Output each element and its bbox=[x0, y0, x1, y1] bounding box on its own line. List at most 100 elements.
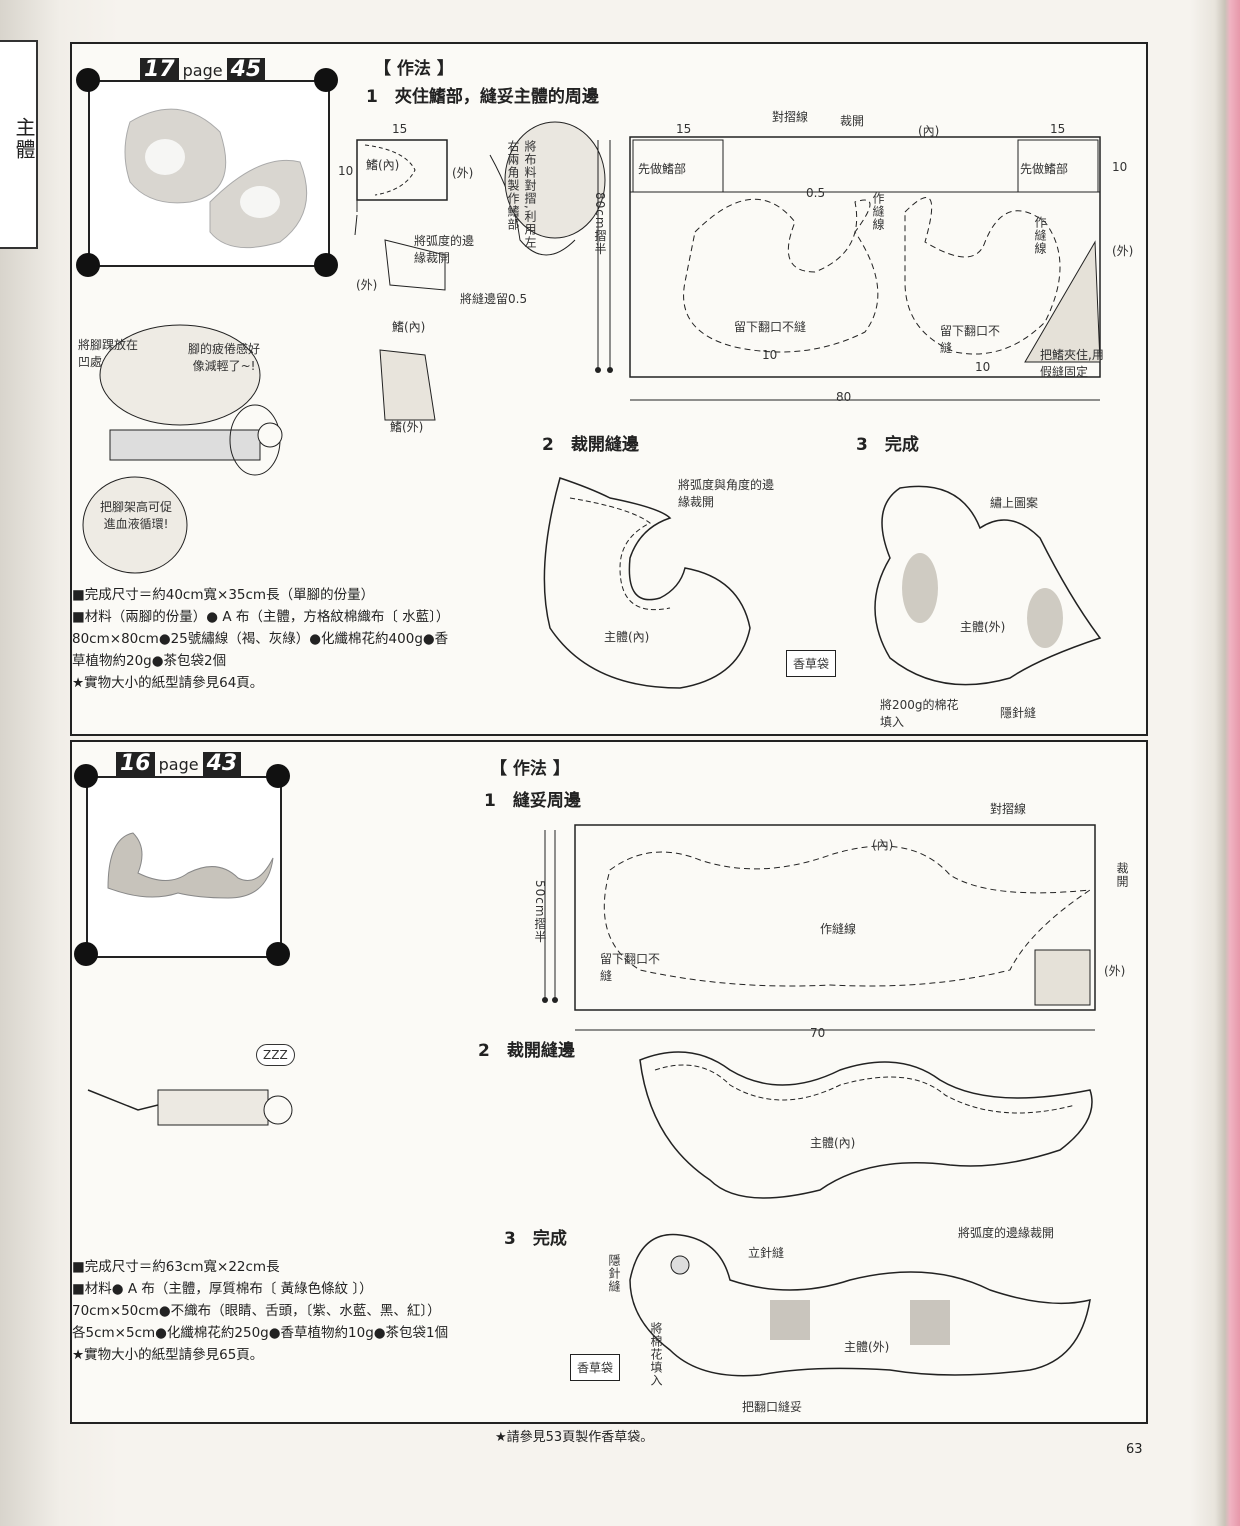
width-10-label: 10 bbox=[762, 348, 778, 362]
step-3-heading: 3 完成 bbox=[856, 435, 919, 455]
corner-cut-note: 將弧度與角度的邊緣裁開 bbox=[678, 478, 775, 509]
snake-pillow-photo bbox=[107, 832, 274, 899]
project-badge-17: 17 page 45 bbox=[140, 58, 266, 82]
sew-line-label: 作縫線 bbox=[820, 922, 857, 936]
materials: ■材料（兩腳的份量）● A 布（主體，方格紋棉織布〔 水藍〕）80cm×80cm… bbox=[72, 609, 450, 669]
materials: ■材料● A 布（主體，厚質棉布〔 黃綠色條紋 〕）70cm×50cm●不織布（… bbox=[72, 1281, 449, 1341]
make-fin-first-right: 先做鰭部 bbox=[1020, 162, 1069, 176]
photo-corner bbox=[314, 68, 338, 92]
step-2-heading: 2 裁開縫邊 bbox=[542, 435, 639, 455]
photo-corner bbox=[266, 942, 290, 966]
speech-bubble-3: 把腳架高可促進血液循環! bbox=[100, 500, 173, 531]
project-badge-16: 16 page 43 bbox=[116, 752, 242, 776]
half-cm-label: 0.5 bbox=[806, 186, 826, 200]
inner-label: (內) bbox=[918, 124, 940, 138]
leave-opening-note-2: 留下翻口不縫 bbox=[940, 324, 1001, 355]
fin-out-caption: 鰭(外) bbox=[390, 420, 424, 434]
photo-corner bbox=[76, 68, 100, 92]
page-word: page bbox=[182, 60, 223, 80]
stand-stitch-note: 立針縫 bbox=[748, 1246, 785, 1260]
inner-label: (內) bbox=[872, 838, 894, 852]
photo-corner bbox=[74, 764, 98, 788]
page-word: page bbox=[158, 754, 199, 774]
step2-cut-diagram bbox=[543, 477, 751, 689]
method-title: 【 作法 】 bbox=[490, 759, 570, 779]
herb-bag-box: 香草袋 bbox=[570, 1354, 621, 1381]
fold-line-label: 對摺線 bbox=[772, 110, 809, 124]
fill-cotton-note: 將200g的棉花填入 bbox=[880, 698, 959, 729]
photo-corner bbox=[314, 253, 338, 277]
curve-cut-note: 將弧度的邊緣裁開 bbox=[414, 234, 475, 265]
sleeping-cartoon bbox=[87, 1089, 293, 1126]
method-title: 【 作法 】 bbox=[374, 59, 454, 79]
dimension-50cm-half: 50cm摺半 bbox=[533, 880, 547, 944]
pattern-reference: ★實物大小的紙型請參見65頁。 bbox=[72, 1347, 264, 1363]
spec-block-17: ■完成尺寸＝約40cm寬×35cm長（單腳的份量） ■材料（兩腳的份量）● A … bbox=[72, 584, 452, 694]
fold-line-label: 對摺線 bbox=[990, 802, 1027, 816]
make-fin-first-left: 先做鰭部 bbox=[638, 162, 687, 176]
fold-note: 將布料對摺,利用左右兩角製作鰭部 bbox=[506, 140, 537, 249]
speech-bubble-1: 將腳踝放在凹處 bbox=[78, 338, 139, 369]
fin-height-label: 10 bbox=[338, 164, 354, 178]
product-photo-17 bbox=[88, 80, 330, 267]
step-3-heading: 3 完成 bbox=[504, 1229, 567, 1249]
project-number: 17 bbox=[140, 58, 179, 82]
blind-stitch-note: 隱針縫 bbox=[1000, 706, 1037, 720]
outer-label: (外) bbox=[1104, 964, 1126, 978]
fin-outer-label: (外) bbox=[356, 278, 378, 292]
resting-feet-cartoon bbox=[82, 324, 283, 574]
body-inner-label: 主體(內) bbox=[810, 1136, 856, 1150]
photo-corner bbox=[266, 764, 290, 788]
fill-cotton-note: 將棉花填入 bbox=[649, 1322, 663, 1387]
width-80-label: 80 bbox=[836, 390, 852, 404]
fix-fin-note: 把鰭夾住,用假縫固定 bbox=[1040, 348, 1104, 379]
fin-inner-label: 鰭(內) bbox=[366, 158, 400, 172]
width-15-label-right: 15 bbox=[1050, 122, 1066, 136]
fin-in-caption: 鰭(內) bbox=[392, 320, 426, 334]
width-15-label: 15 bbox=[676, 122, 692, 136]
photo-corner bbox=[74, 942, 98, 966]
step-1-heading: 1 夾住鰭部，縫妥主體的周邊 bbox=[366, 87, 599, 107]
width-70-label: 70 bbox=[810, 1026, 826, 1040]
blind-stitch-note: 隱針縫 bbox=[607, 1254, 621, 1293]
step-1-heading: 1 縫妥周邊 bbox=[484, 791, 581, 811]
herb-bag-box: 香草袋 bbox=[786, 650, 837, 677]
embroider-note: 繡上圖案 bbox=[990, 496, 1039, 510]
curve-cut-note: 將弧度的邊緣裁開 bbox=[958, 1226, 1055, 1240]
photo-corner bbox=[76, 253, 100, 277]
body-inner-label: 主體(內) bbox=[604, 630, 650, 644]
step-2-heading: 2 裁開縫邊 bbox=[478, 1041, 575, 1061]
finished-size: ■完成尺寸＝約63cm寬×22cm長 bbox=[72, 1259, 280, 1275]
sew-line-label-right: 作縫線 bbox=[1033, 216, 1047, 255]
close-opening-note: 把翻口縫妥 bbox=[742, 1400, 803, 1414]
height-10-right: 10 bbox=[1112, 160, 1128, 174]
fin-width-label: 15 bbox=[392, 122, 408, 136]
cut-label: 裁開 bbox=[840, 114, 865, 128]
seam-allowance-note: 將縫邊留0.5 bbox=[460, 292, 528, 306]
dimension-80cm-half: 80cm摺半 bbox=[593, 192, 607, 256]
step2-snake-cut bbox=[639, 1051, 1093, 1199]
fin-diagram bbox=[354, 121, 613, 421]
leave-opening-note: 留下翻口不縫 bbox=[734, 320, 807, 334]
finished-size: ■完成尺寸＝約40cm寬×35cm長（單腳的份量） bbox=[72, 587, 375, 603]
body-outer-label: 主體(外) bbox=[844, 1340, 890, 1354]
fin-outer-label: (外) bbox=[452, 166, 474, 180]
leave-opening-note: 留下翻口不縫 bbox=[600, 952, 661, 983]
page-number-ref: 43 bbox=[202, 752, 242, 776]
cut-label: 裁開 bbox=[1115, 862, 1129, 888]
step1-fabric-diagram bbox=[629, 136, 1101, 401]
outer-label: (外) bbox=[1112, 244, 1134, 258]
previous-page-edge: 主體 bbox=[0, 40, 38, 249]
edge-text: 主體 bbox=[12, 117, 36, 161]
body-outer-label: 主體(外) bbox=[960, 620, 1006, 634]
step3-finished-pillow bbox=[874, 485, 1102, 686]
pattern-reference: ★實物大小的紙型請參見64頁。 bbox=[72, 675, 264, 691]
step1-snake-fabric bbox=[542, 824, 1096, 1031]
step3-finished-snake bbox=[629, 1233, 1091, 1377]
speech-bubble-2: 腳的疲倦感好像減輕了~! bbox=[187, 342, 260, 373]
sew-line-label: 作縫線 bbox=[871, 192, 885, 231]
pillow-photo-illustration bbox=[124, 108, 308, 249]
page-number: 63 bbox=[1126, 1442, 1143, 1457]
project-number: 16 bbox=[116, 752, 155, 776]
page-number-ref: 45 bbox=[226, 58, 266, 82]
